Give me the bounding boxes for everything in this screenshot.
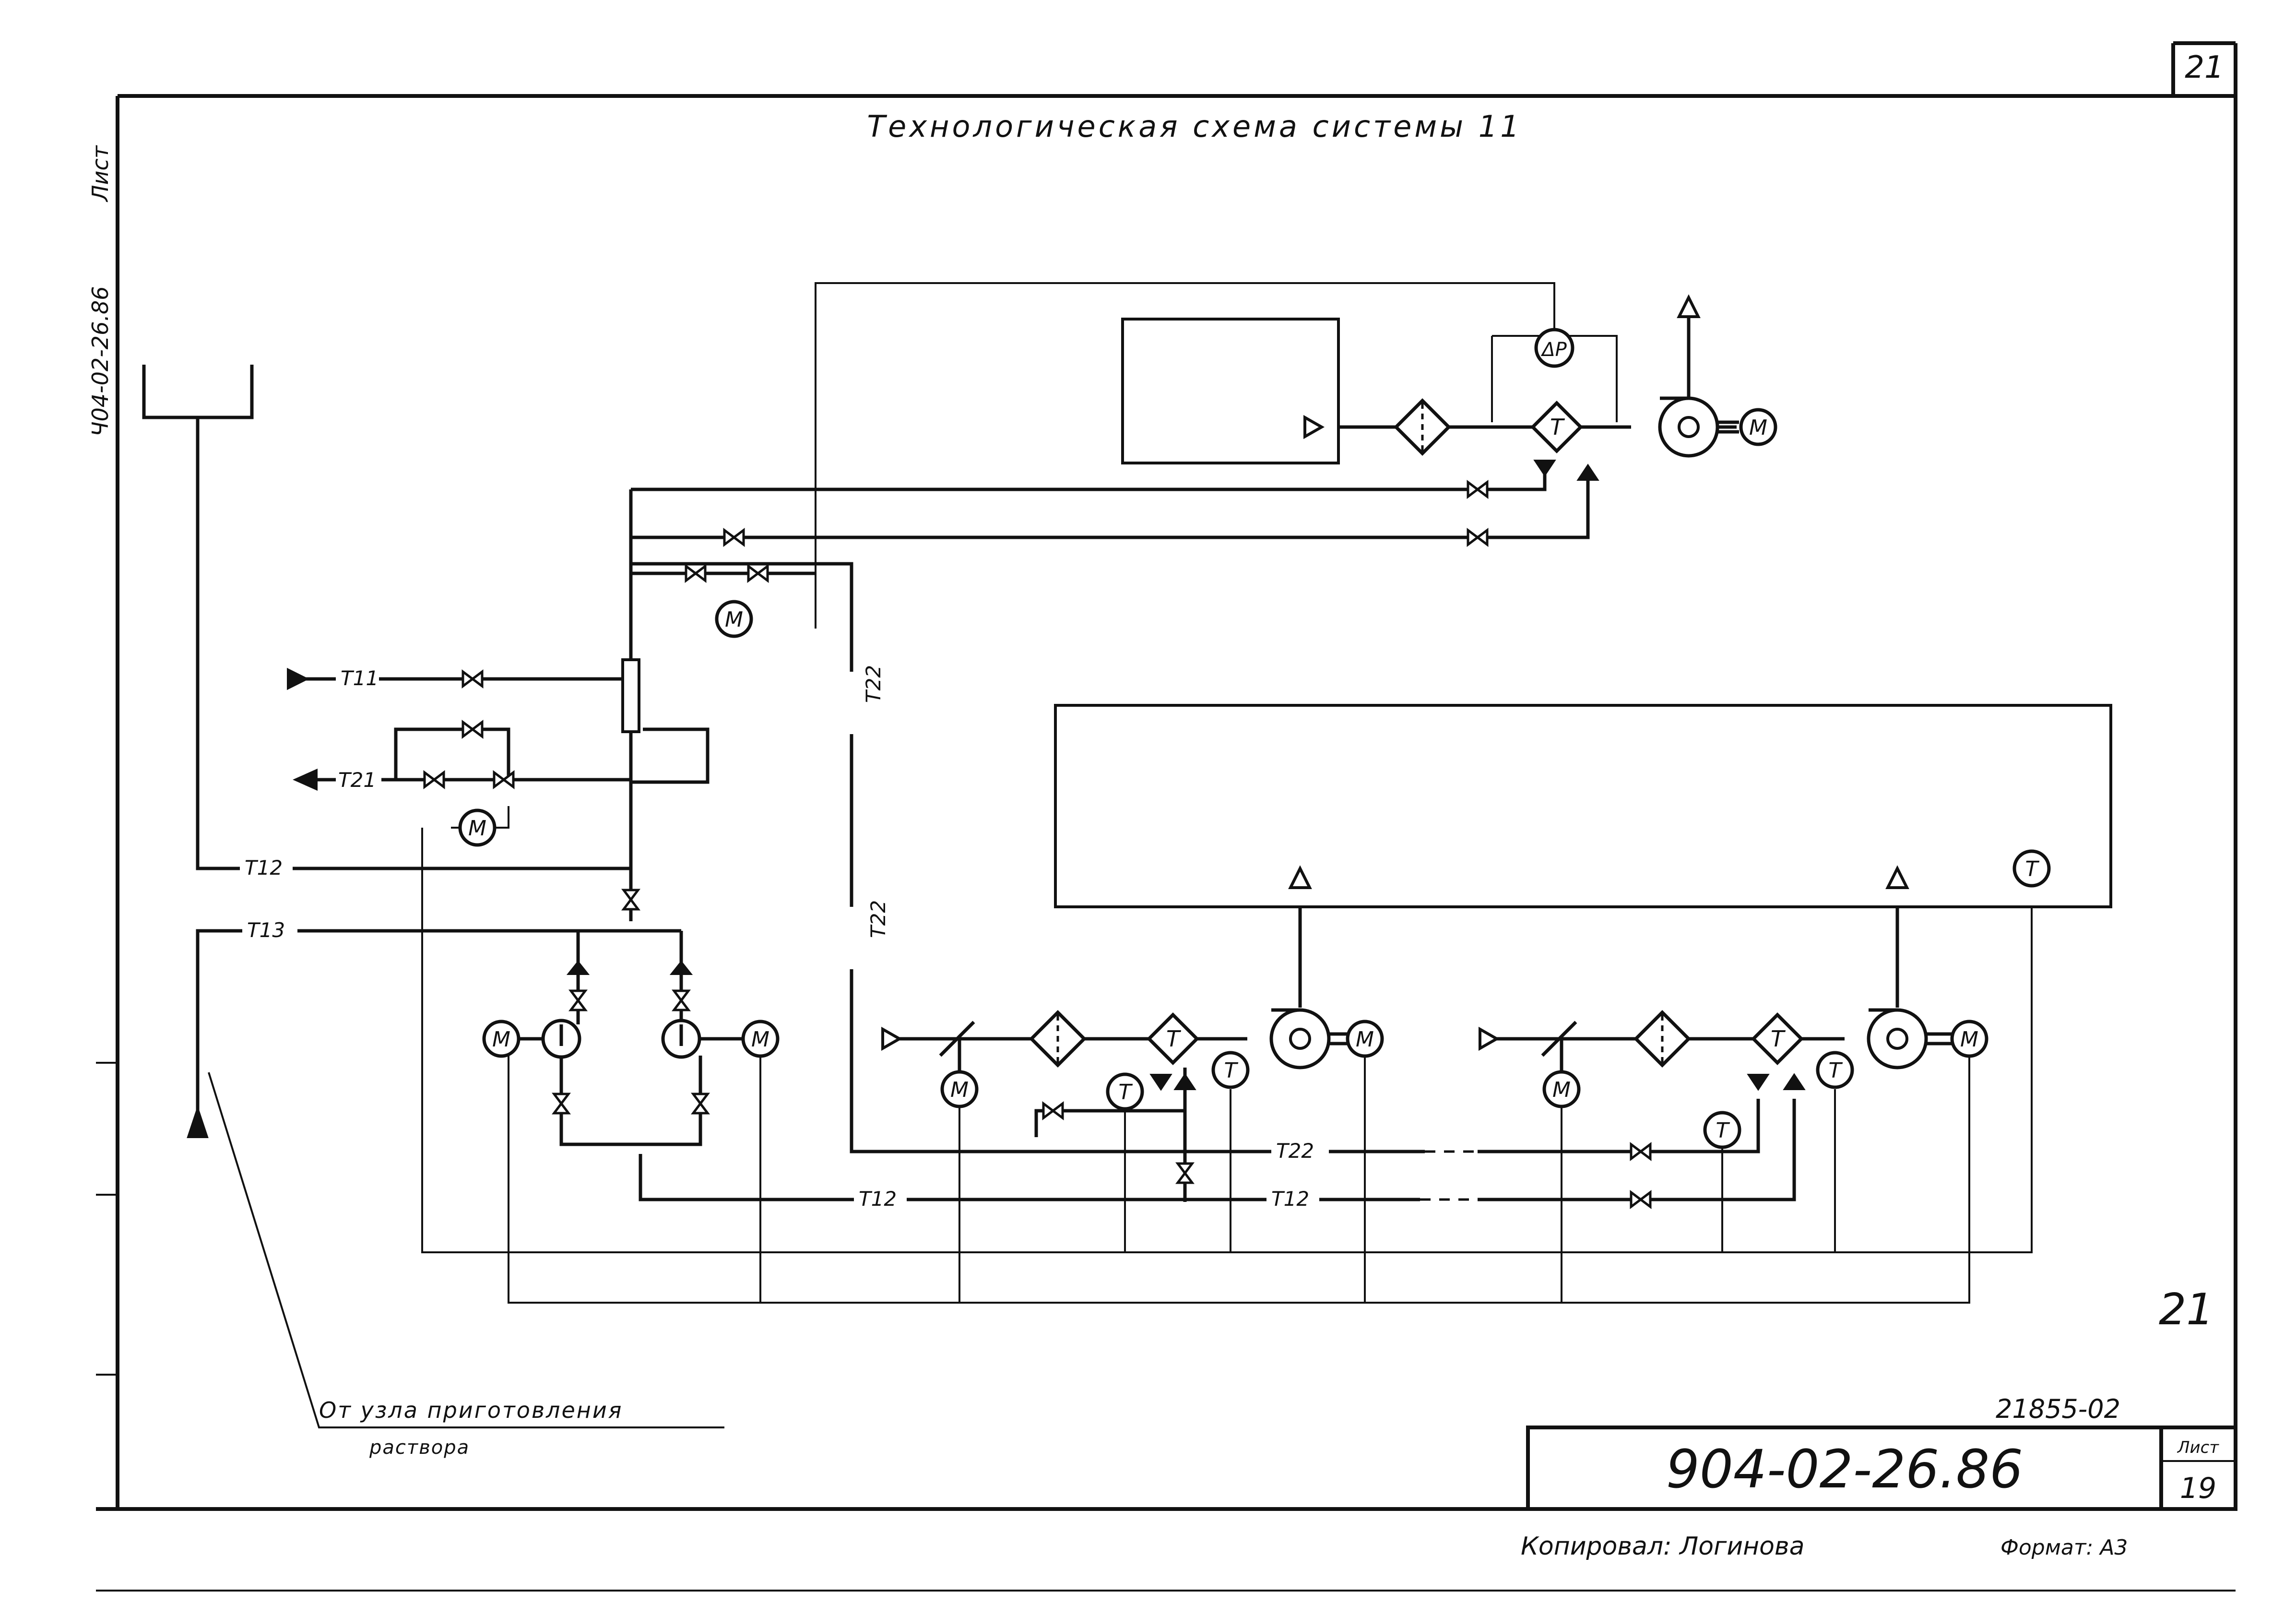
- motor-label: М: [725, 607, 743, 632]
- line-label-t11: Т11: [341, 666, 379, 690]
- hx-1-label: Т: [1166, 1026, 1182, 1052]
- line-label-t21: Т21: [338, 768, 376, 792]
- tsens-label: Т: [1716, 1118, 1730, 1143]
- sheet-number-mark: 21: [2159, 1284, 2214, 1335]
- source-note-line1: От узла приготовления: [319, 1397, 623, 1423]
- motor-label: М: [1552, 1078, 1571, 1102]
- corner-number: 21: [2185, 50, 2224, 85]
- hx-top-label: Т: [1550, 414, 1565, 440]
- mixing-vessel: [621, 658, 640, 733]
- check-valve-right: [669, 960, 693, 975]
- stamp-inventory: 21855-02: [1996, 1394, 2120, 1424]
- page-title: Технологическая схема системы 11: [867, 109, 1522, 144]
- sheet-label: Лист: [2177, 1438, 2219, 1457]
- pump-right: [661, 1019, 744, 1059]
- motor-label: М: [950, 1078, 969, 1102]
- line-label-t22: Т22: [1276, 1139, 1314, 1163]
- source-note-line2: раствора: [369, 1437, 470, 1459]
- line-label-t12: Т12: [1271, 1187, 1309, 1211]
- line-label-t12: Т12: [859, 1187, 897, 1211]
- line-label-t12: Т12: [245, 856, 283, 879]
- t21-arrow: [293, 768, 318, 791]
- top-air-unit: [1305, 297, 1739, 481]
- pump-left: [518, 1019, 581, 1059]
- room-upper: [1121, 318, 1340, 464]
- line-label-t13: Т13: [247, 918, 285, 942]
- room-lower: [1054, 704, 2112, 908]
- drawing-code: 904-02-26.86: [1666, 1438, 2023, 1500]
- motor-label: М: [492, 1027, 510, 1052]
- side-label-2: Лист: [87, 145, 113, 202]
- format-label: Формат: А3: [2000, 1535, 2128, 1560]
- line-label-t22: Т22: [866, 900, 890, 938]
- copied-by: Копировал: Логинова: [1521, 1532, 1805, 1561]
- line-label-t22: Т22: [862, 665, 885, 703]
- hx-2-label: Т: [1771, 1026, 1786, 1052]
- side-label-1: Ч04-02-26.86: [87, 286, 113, 437]
- motor-label: М: [468, 816, 486, 841]
- t11-arrow: [287, 667, 309, 690]
- tsens-label: Т: [1119, 1080, 1133, 1105]
- tsens-label: Т: [1224, 1058, 1239, 1083]
- motor-label: М: [1356, 1027, 1374, 1052]
- motor-label: М: [751, 1027, 769, 1052]
- lower-air-unit-2: [1480, 851, 2049, 1147]
- dp-label: ΔР: [1540, 339, 1567, 361]
- title-block: [1526, 1426, 2237, 1511]
- tsens-label: Т: [2025, 857, 2040, 881]
- tsens-label: Т: [1829, 1058, 1843, 1083]
- motor-label: М: [1749, 416, 1767, 440]
- drain-arrow: [187, 1105, 209, 1138]
- motor-label: М: [1960, 1027, 1978, 1052]
- sheet-no: 19: [2180, 1472, 2216, 1505]
- line-labels: [240, 667, 1329, 1212]
- check-valve-left: [566, 960, 590, 975]
- lower-air-unit-1: [883, 868, 1348, 1109]
